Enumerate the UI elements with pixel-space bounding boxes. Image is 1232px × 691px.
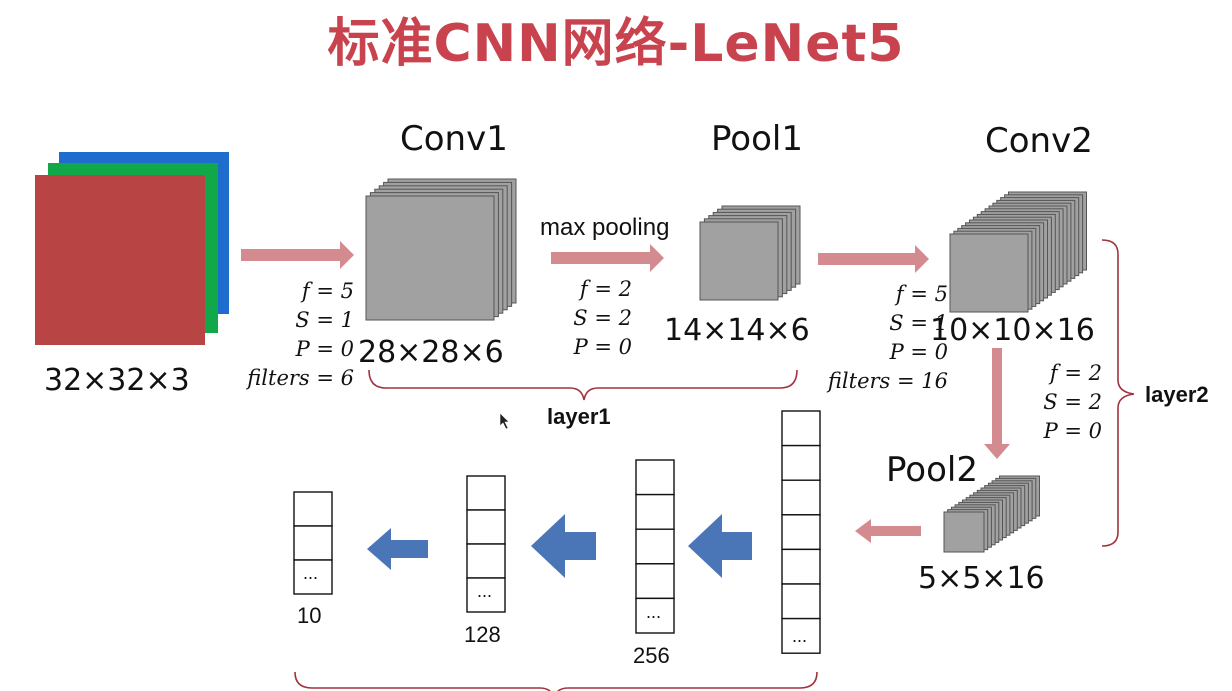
fc-cell <box>293 559 333 595</box>
arrow-pool2-to-fc <box>855 519 921 543</box>
pool2-param-f: f = 2 <box>1049 361 1102 385</box>
fc-ellipsis-top: ... <box>792 626 808 646</box>
pool2-heading: Pool2 <box>886 450 978 490</box>
conv1-param-p: P = 0 <box>295 337 354 361</box>
fc-cell <box>781 444 821 481</box>
pool1-params: f = 2 S = 2 P = 0 <box>548 275 632 362</box>
conv1-param-filters: filters = 6 <box>247 366 354 390</box>
pool1-dimension: 14×14×6 <box>664 313 810 348</box>
pool1-param-p: P = 0 <box>573 335 632 359</box>
layer1-bracket <box>368 369 798 401</box>
brackets <box>294 239 1135 691</box>
layer1-label: layer1 <box>547 404 611 429</box>
fc-cell <box>293 491 333 527</box>
input-channel-red <box>35 175 205 345</box>
pool2-dimension: 5×5×16 <box>918 561 1045 596</box>
blue-arrows <box>367 514 752 578</box>
pool2-params: f = 2 S = 2 P = 0 <box>1018 359 1102 446</box>
max-pooling-label: max pooling <box>540 214 670 241</box>
mouse-cursor-icon <box>499 412 510 430</box>
fc-cell <box>781 548 821 585</box>
conv2-feature-stack <box>949 191 1087 313</box>
fc-ellipsis-256: ... <box>646 602 662 622</box>
layer2-bracket <box>1101 239 1135 547</box>
fc-size-256: 256 <box>633 643 670 668</box>
arrow-conv2-to-pool2 <box>984 348 1010 459</box>
pool1-heading: Pool1 <box>711 119 803 159</box>
fc-cell <box>466 543 506 579</box>
fc-cell <box>781 617 821 654</box>
conv2-param-f: f = 5 <box>895 282 948 306</box>
fc-cell <box>635 528 675 565</box>
layer2-label: layer2 <box>1145 382 1209 407</box>
arrow-fc-1 <box>367 528 428 570</box>
arrow-fc-3 <box>688 514 752 578</box>
fc-cell <box>466 475 506 511</box>
fc-cell <box>781 583 821 620</box>
fc-cell <box>466 577 506 613</box>
fc-cell <box>635 563 675 600</box>
fc-size-128: 128 <box>464 622 501 647</box>
input-dimension: 32×32×3 <box>44 363 190 398</box>
fc-ellipsis-10: ... <box>303 563 319 583</box>
conv2-param-p: P = 0 <box>889 340 948 364</box>
conv1-heading: Conv1 <box>400 119 508 159</box>
fc-cell <box>781 479 821 516</box>
conv1-params: f = 5 S = 1 P = 0 filters = 6 <box>220 277 354 393</box>
fc-cell <box>293 525 333 561</box>
fc-cell <box>635 493 675 530</box>
conv2-dimension: 10×10×16 <box>930 313 1095 348</box>
fc-cell <box>635 597 675 634</box>
conv2-param-s: S = 1 <box>889 311 948 335</box>
pool2-param-s: S = 2 <box>1043 390 1102 414</box>
fc-cell <box>635 459 675 496</box>
conv2-params: f = 5 S = 1 P = 0 filters = 16 <box>806 280 948 396</box>
conv1-param-f: f = 5 <box>301 279 354 303</box>
conv1-dimension: 28×28×6 <box>358 335 504 370</box>
fc-vectors <box>293 410 821 654</box>
arrow-pool1-to-conv2 <box>818 245 929 273</box>
feature-map <box>365 195 495 321</box>
fc-ellipsis-128: ... <box>477 581 493 601</box>
fc-size-10: 10 <box>297 603 322 628</box>
fc-cell <box>466 509 506 545</box>
slide-title: 标准CNN网络-LeNet5 <box>327 14 905 74</box>
feature-map <box>943 511 985 553</box>
pink-arrows <box>241 241 1010 543</box>
pool1-feature-stack <box>699 205 801 301</box>
pool2-param-p: P = 0 <box>1043 419 1102 443</box>
arrow-fc-2 <box>531 514 596 578</box>
arrow-input-to-conv1 <box>241 241 354 269</box>
pool1-param-f: f = 2 <box>579 277 632 301</box>
fc-cell <box>781 514 821 551</box>
conv2-param-filters: filters = 16 <box>827 369 948 393</box>
input-image <box>35 152 229 345</box>
conv1-feature-stack <box>365 178 517 321</box>
conv1-param-s: S = 1 <box>295 308 354 332</box>
pool2-feature-stack <box>943 475 1040 553</box>
fc-cell <box>781 410 821 447</box>
pool1-param-s: S = 2 <box>573 306 632 330</box>
conv2-heading: Conv2 <box>985 121 1093 161</box>
feature-map <box>949 233 1029 313</box>
arrow-conv1-to-pool1 <box>551 244 664 272</box>
feature-map <box>699 221 779 301</box>
fc-bracket <box>294 671 818 691</box>
